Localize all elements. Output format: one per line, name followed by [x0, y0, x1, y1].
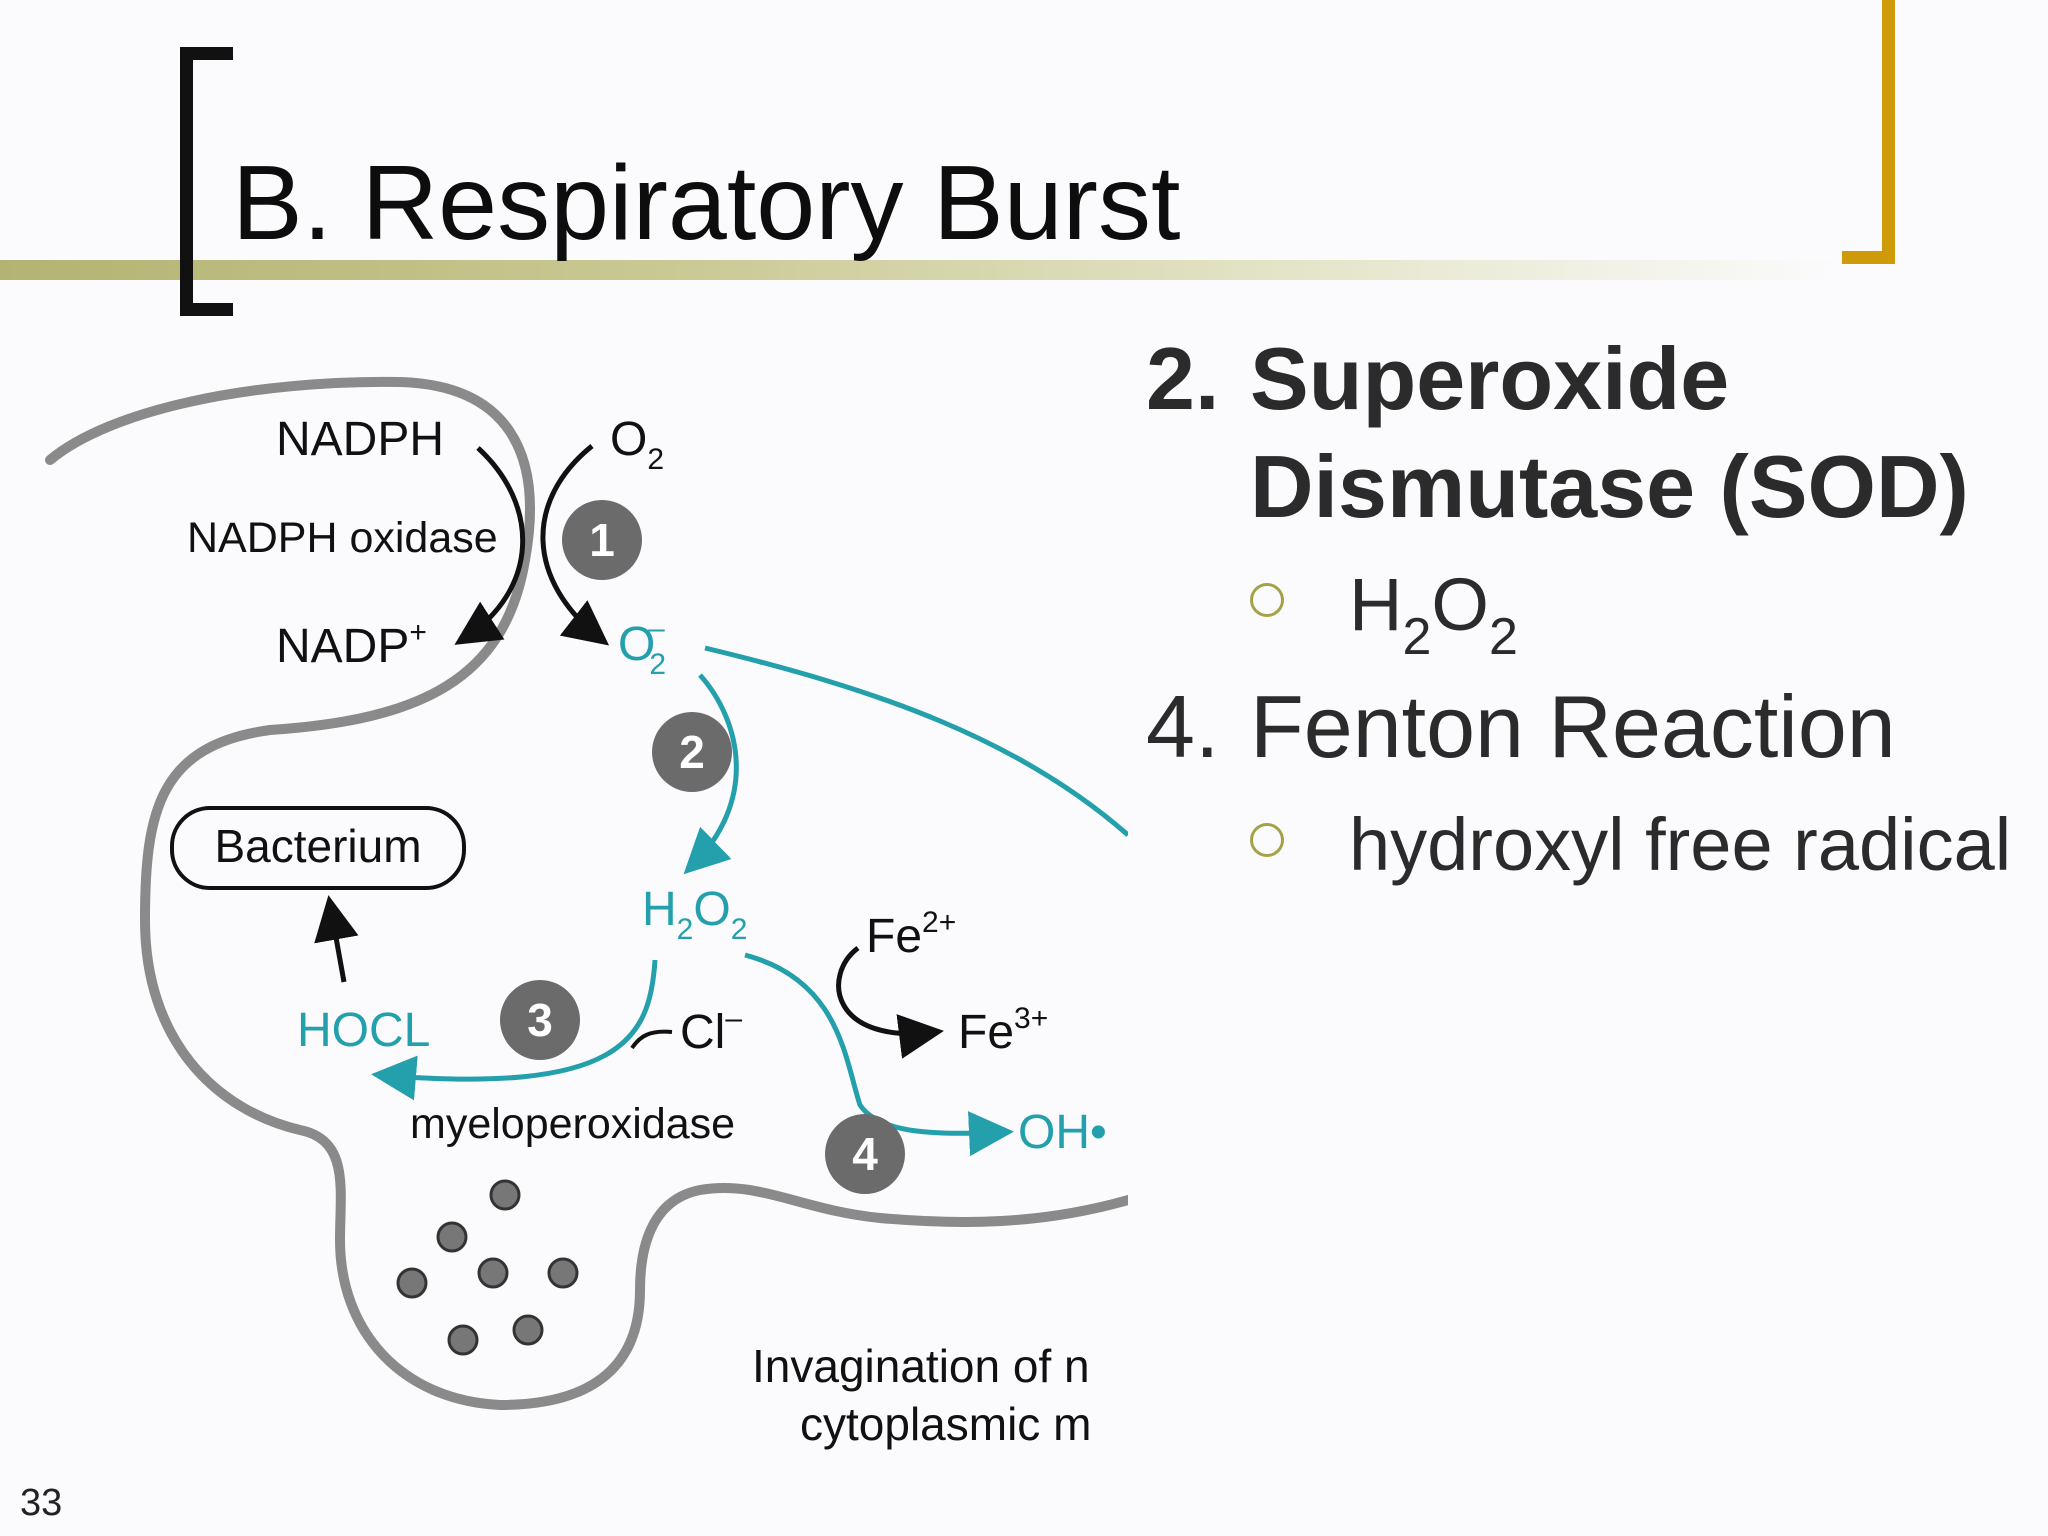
bullet-list: 2. Superoxide Dismutase (SOD) H2O2 4. Fe… [1146, 325, 2026, 905]
svg-text:3: 3 [527, 994, 553, 1046]
nadph-label: NADPH [276, 413, 444, 466]
iron-arrow [836, 946, 944, 1059]
nadph-arrow [454, 446, 526, 645]
bullet-number: 4. [1146, 677, 1220, 776]
cl-label: Cl– [680, 1002, 742, 1059]
h2o2-label: H2O2 [642, 883, 747, 946]
svg-text:2: 2 [679, 726, 705, 778]
step-badge-3: 3 [500, 980, 580, 1060]
bullet-number: 2. [1146, 329, 1220, 428]
hocl-bacterium-arrow [314, 895, 359, 983]
hydroxyl-label: OH• [1018, 1106, 1107, 1159]
superoxide-arrow [704, 645, 1128, 837]
fenton-arrow [744, 952, 1014, 1157]
cl-join [630, 1029, 673, 1050]
corner-bracket [1842, 0, 1895, 264]
fe3-label: Fe3+ [958, 1002, 1048, 1059]
o2-label: O2 [610, 413, 664, 476]
o2-arrow [540, 444, 610, 646]
bullet-text: Fenton Reaction [1250, 677, 1896, 776]
sub-bullet-hydroxyl: hydroxyl free radical [1146, 799, 2026, 891]
step-badge-1: 1 [562, 500, 642, 580]
respiratory-burst-diagram: 1 2 3 4 Bacterium NADPH NADPH oxidase NA… [45, 376, 1128, 1450]
bacterium-label: Bacterium [214, 820, 421, 872]
svg-text:4: 4 [852, 1128, 878, 1180]
hollow-circle-bullet-icon [1250, 583, 1284, 617]
mpo-arrow [371, 959, 658, 1101]
title-bracket [180, 47, 233, 316]
caption-line-1: Invagination of n [752, 1340, 1090, 1392]
sub-bullet-text: H2O2 [1349, 563, 1518, 666]
bullet-item-fenton: 4. Fenton Reaction [1146, 673, 2026, 781]
bullet-item-sod: 2. Superoxide Dismutase (SOD) [1146, 325, 2026, 541]
hollow-circle-bullet-icon [1250, 823, 1284, 857]
superoxide-label: O2– [618, 612, 666, 681]
fe2-label: Fe2+ [866, 906, 956, 963]
title-rule [0, 260, 1840, 280]
svg-text:1: 1 [589, 514, 615, 566]
bacterium-box [170, 806, 466, 890]
nadph-oxidase-label: NADPH oxidase [187, 514, 498, 562]
sub-bullet-text: hydroxyl free radical [1349, 803, 2012, 886]
granules [396, 1179, 579, 1356]
hocl-label: HOCL [297, 1004, 430, 1057]
slide-title: B. Respiratory Burst [232, 144, 1181, 262]
myeloperoxidase-label: myeloperoxidase [410, 1100, 735, 1148]
bullet-text: Superoxide Dismutase (SOD) [1250, 329, 1969, 536]
caption-line-2: cytoplasmic m [800, 1398, 1091, 1450]
cell-membrane [45, 376, 1128, 1411]
step-badge-4: 4 [825, 1114, 905, 1194]
step-badge-2: 2 [652, 712, 732, 792]
sod-arrow [683, 673, 739, 875]
nadp-label: NADP+ [276, 616, 427, 673]
page-number: 33 [20, 1482, 63, 1524]
sub-bullet-h2o2: H2O2 [1146, 559, 2026, 666]
